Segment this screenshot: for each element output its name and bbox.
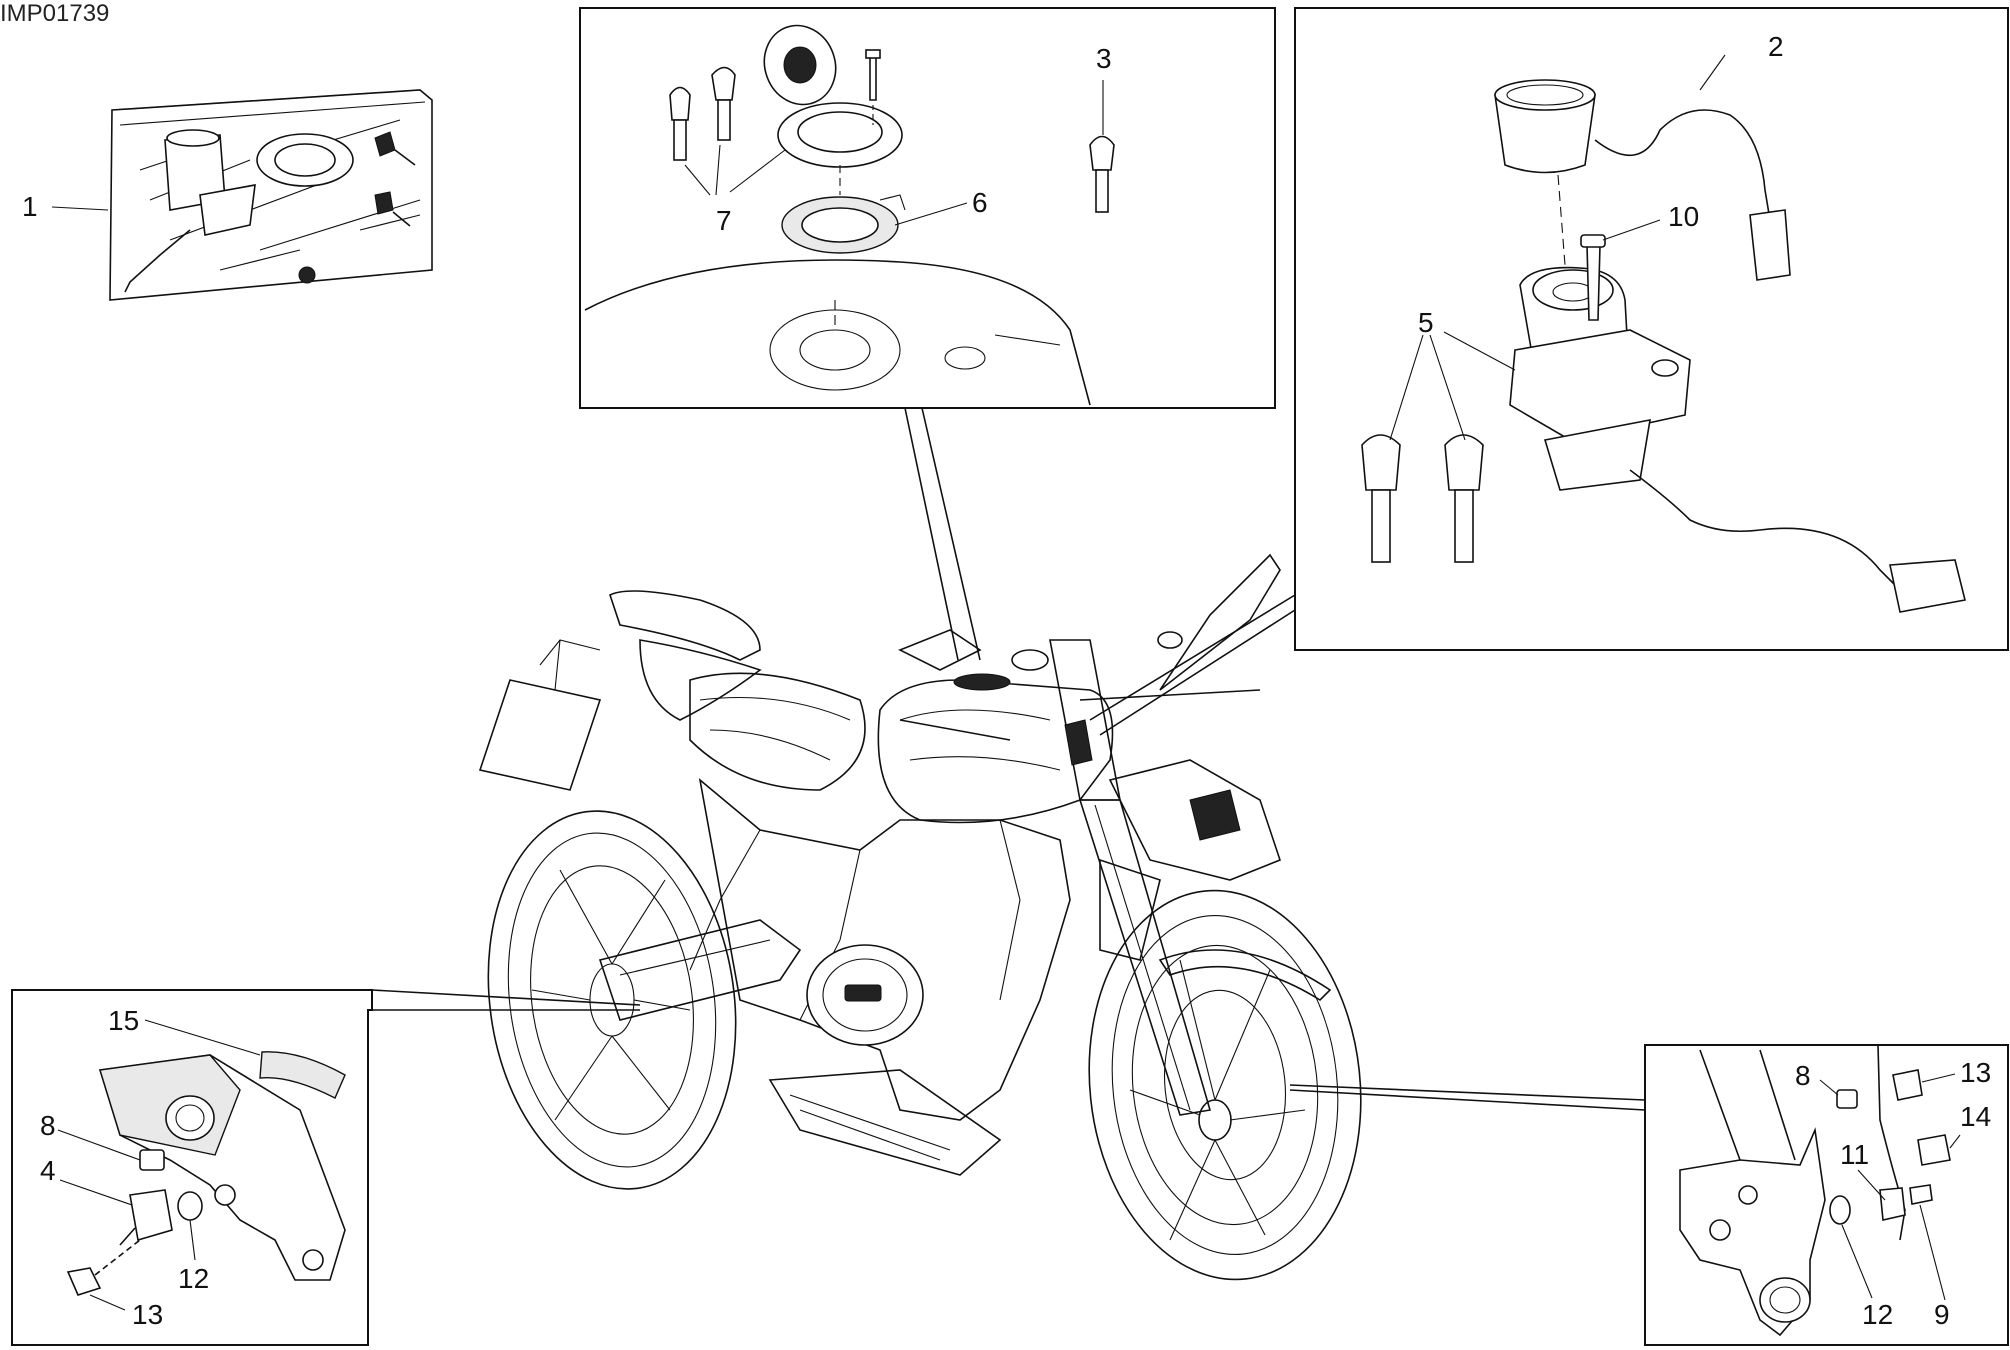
key-icon <box>669 86 691 161</box>
key-icon <box>711 66 736 141</box>
callout-8: 8 <box>40 1110 56 1141</box>
callout-1: 1 <box>22 191 38 222</box>
front-sensor-panel <box>1644 1044 2009 1346</box>
fuel-cap-panel <box>579 7 1276 409</box>
callout-13: 13 <box>132 1299 163 1330</box>
callout-8: 8 <box>1795 1060 1811 1091</box>
callout-7: 7 <box>716 205 732 236</box>
motorcycle-illustration <box>478 553 1362 1281</box>
callout-10: 10 <box>1668 201 1699 232</box>
callout-4: 4 <box>40 1155 56 1186</box>
key-icon <box>1361 434 1401 563</box>
callout-12: 12 <box>1862 1299 1893 1330</box>
callout-3: 3 <box>1096 43 1112 74</box>
callout-14: 14 <box>1960 1101 1991 1132</box>
diagram-code: IMP01739 <box>0 0 110 27</box>
ignition-kit-panel <box>109 89 433 301</box>
callout-13: 13 <box>1960 1057 1991 1088</box>
callout-5: 5 <box>1418 307 1434 338</box>
key-icon <box>1089 135 1115 213</box>
callout-15: 15 <box>108 1005 139 1036</box>
callout-12: 12 <box>178 1263 209 1294</box>
callout-labels: 1 2 3 4 5 6 7 8 8 9 10 11 12 12 13 13 14… <box>22 31 1991 1330</box>
callout-2: 2 <box>1768 31 1784 62</box>
key-icon <box>1444 434 1484 563</box>
callout-6: 6 <box>972 187 988 218</box>
connector-lines <box>368 407 1646 1111</box>
callout-11: 11 <box>1840 1139 1869 1170</box>
rear-sensor-panel <box>11 989 373 1346</box>
callout-9: 9 <box>1934 1299 1950 1330</box>
ignition-switch-panel <box>1294 7 2009 651</box>
